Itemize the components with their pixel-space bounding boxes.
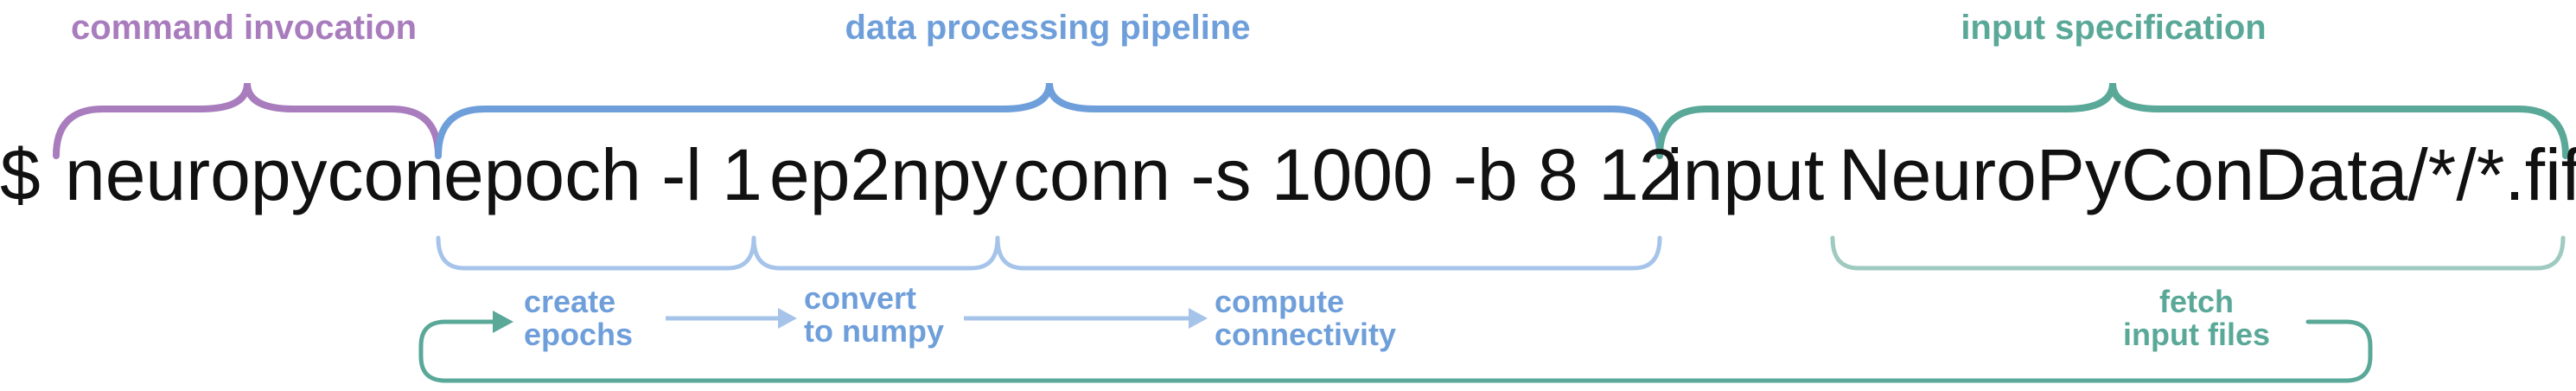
- ep2npy-bracket: [751, 235, 1000, 271]
- step-fetch-line2: input files: [2123, 317, 2270, 352]
- label-command-invocation: command invocation: [70, 9, 418, 47]
- cmd-prompt: $: [0, 134, 41, 215]
- cmd-conn: conn -s 1000 -b 8 12: [1013, 134, 1680, 215]
- label-input-specification: input specification: [1961, 9, 2267, 47]
- input-brace: [1656, 82, 2569, 159]
- step-convert-line1: convert: [804, 280, 917, 316]
- step-fetch-input-files: fetch input files: [2123, 285, 2270, 351]
- path-bracket: [1830, 235, 2566, 271]
- step-compute-line1: compute: [1215, 284, 1345, 319]
- epoch-bracket: [436, 235, 756, 271]
- cmd-input-path: NeuroPyConData/*/*.fif: [1839, 134, 2576, 215]
- step-create-epochs: create epochs: [524, 285, 633, 351]
- feedback-loop-line: [418, 319, 2373, 383]
- conn-bracket: [995, 235, 1662, 271]
- step-convert-to-numpy: convert to numpy: [804, 282, 944, 348]
- step-convert-line2: to numpy: [804, 313, 944, 349]
- cmd-input-keyword: input: [1667, 134, 1825, 215]
- pipeline-brace: [435, 82, 1663, 159]
- cmd-ep2npy: ep2npy: [769, 134, 1008, 215]
- arrowhead-compute: [1189, 308, 1208, 329]
- arrow-right-icon: [666, 308, 797, 329]
- step-fetch-line1: fetch: [2158, 284, 2234, 319]
- arrowhead-convert: [778, 308, 797, 329]
- cmd-epoch: epoch -l 1: [443, 134, 762, 215]
- arrow-right-icon: [964, 308, 1208, 329]
- label-data-processing-pipeline: data processing pipeline: [845, 9, 1251, 47]
- invocation-brace: [53, 82, 442, 159]
- step-compute-connectivity: compute connectivity: [1215, 285, 1396, 351]
- step-compute-line2: connectivity: [1215, 317, 1397, 352]
- loop-arrow-icon: [418, 311, 2373, 383]
- loop-arrowhead: [493, 311, 513, 333]
- step-create-line1: create: [524, 284, 616, 319]
- step-create-line2: epochs: [524, 317, 634, 352]
- cmd-program: neuropycon: [65, 134, 444, 215]
